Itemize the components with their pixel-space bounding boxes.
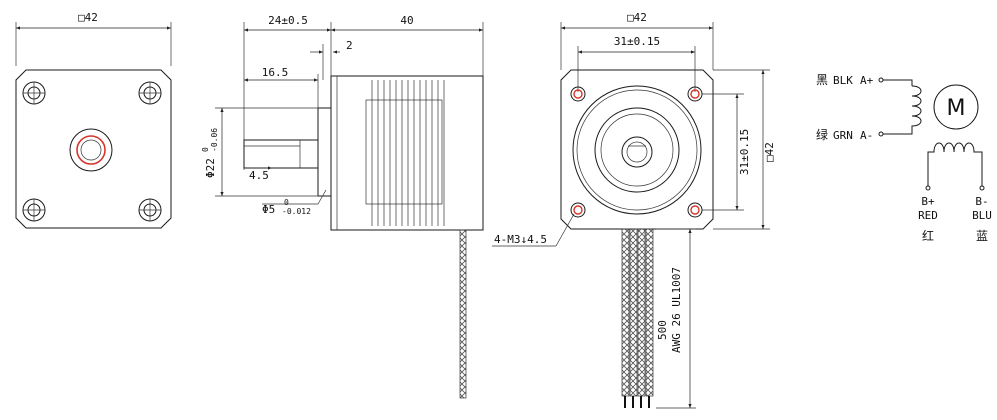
a-minus-cn: 绿 (816, 127, 828, 142)
rear-body (560, 69, 714, 230)
motor-symbol-circle (933, 84, 979, 130)
side-stator-lamination (365, 80, 445, 226)
shaft-dia-tol-upper: 0 (284, 198, 289, 207)
lead-length-label: 500 (656, 320, 669, 340)
a-plus-terminal (878, 77, 884, 83)
rear-hole-spacing-v-label: 31±0.15 (738, 129, 751, 175)
coil-a-wire-top (883, 79, 913, 86)
wiring-diagram: 黑 BLK A+ 绿 GRN A- M B+ RED 红 B- BLU 蓝 (816, 73, 992, 243)
boss-length-label: 16.5 (262, 66, 289, 79)
rear-hole-spacing-h-label: 31±0.15 (614, 35, 660, 48)
boss-dia-tol-lower: -0.06 (210, 128, 219, 152)
coil-a-wire-bottom (883, 128, 913, 135)
front-body (15, 69, 172, 229)
rear-bearing-housing (594, 107, 680, 193)
a-plus-label: A+ (860, 74, 874, 87)
wire-spec-label: AWG 26 UL1007 (670, 267, 683, 353)
rear-mount-hole-tl (570, 86, 586, 102)
rear-width-label: □42 (627, 11, 647, 24)
a-plus-code: BLK (833, 74, 853, 87)
front-mount-hole-tl (22, 81, 46, 105)
side-shaft (243, 139, 319, 169)
b-minus-label: B- (975, 195, 988, 208)
boss-dia-tol-upper: 0 (201, 147, 210, 152)
side-view: 24±0.5 40 2 16.5 (201, 14, 484, 399)
a-minus-terminal (878, 131, 884, 137)
hole-note-leader (555, 213, 575, 247)
rear-shaft (626, 141, 648, 163)
a-plus-cn: 黑 (816, 73, 828, 87)
front-mount-hole-tr (138, 81, 162, 105)
flange-thickness-label: 2 (346, 39, 353, 52)
body-length-label: 40 (400, 14, 413, 27)
coil-a (911, 85, 922, 128)
b-plus-label: B+ (921, 195, 935, 208)
front-shaft-boss (69, 128, 113, 172)
rear-outer-ring-inner (576, 89, 698, 211)
b-plus-terminal (925, 185, 931, 191)
b-minus-cn: 蓝 (976, 229, 988, 243)
side-boss (317, 107, 332, 197)
shaft-dia-leader-tick (317, 189, 327, 205)
side-lead-cable (459, 229, 467, 399)
shaft-flat-label: 4.5 (249, 169, 269, 182)
a-minus-label: A- (860, 129, 873, 142)
shaft-dia-label: Φ5 (262, 203, 275, 216)
rear-bearing (600, 113, 674, 187)
front-view: □42 (15, 11, 172, 229)
rear-mount-hole-bl (570, 202, 586, 218)
boss-dia-label: Φ22 (204, 158, 217, 178)
b-minus-terminal (979, 185, 985, 191)
motor-symbol-label: M (947, 96, 966, 121)
b-plus-code: RED (918, 209, 938, 222)
rear-outer-ring (572, 85, 702, 215)
shaft-length-label: 24±0.5 (268, 14, 308, 27)
shaft-dia-tol-lower: -0.012 (282, 207, 311, 216)
coil-b (927, 142, 983, 186)
side-motor-body (330, 75, 484, 231)
front-mount-hole-bl (22, 198, 46, 222)
rear-height-label: □42 (763, 142, 776, 162)
boss-dia-annotation: Φ22 0 -0.06 (201, 128, 219, 178)
front-width-label: □42 (78, 11, 98, 24)
rear-shaft-boss (621, 136, 653, 168)
b-minus-code: BLU (972, 209, 992, 222)
hole-note-label: 4-M3↓4.5 (494, 233, 547, 246)
rear-wire-bundle (621, 228, 654, 408)
a-minus-code: GRN (833, 129, 853, 142)
rear-mount-hole-br (687, 202, 703, 218)
front-mount-hole-br (138, 198, 162, 222)
rear-view: □42 31±0.15 31±0.15 (492, 11, 776, 409)
b-plus-cn: 红 (922, 228, 934, 243)
